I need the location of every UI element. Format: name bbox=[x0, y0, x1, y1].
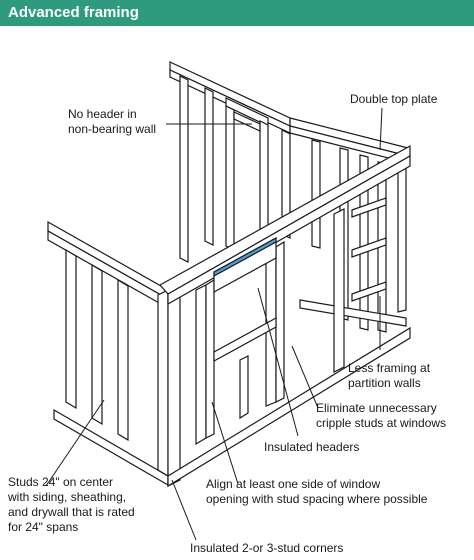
label-no-header-1: No header in bbox=[68, 107, 137, 121]
leader-align bbox=[211, 401, 239, 485]
title-bar: Advanced framing bbox=[0, 0, 474, 26]
label-insulated-corners: Insulated 2-or 3-stud corners bbox=[190, 541, 343, 555]
partition-ladder-block bbox=[351, 197, 387, 218]
back-left-stud bbox=[225, 105, 235, 251]
label-align-2: opening with stud spacing where possible bbox=[206, 492, 428, 506]
back-right-stud bbox=[359, 154, 369, 331]
front-left-stud bbox=[65, 248, 77, 410]
header-insulation-strip bbox=[213, 236, 277, 278]
front-right-stud bbox=[195, 284, 207, 446]
back-right-end-stud bbox=[397, 157, 407, 313]
label-studs-3: and drywall that is rated bbox=[8, 505, 135, 519]
leader-double-top-plate bbox=[379, 107, 383, 151]
label-align-1: Align at least one side of window bbox=[206, 477, 380, 491]
front-left-stud bbox=[91, 263, 103, 426]
front-left-wall bbox=[47, 220, 169, 487]
label-no-header-2: non-bearing wall bbox=[68, 122, 156, 136]
front-right-wall bbox=[159, 144, 411, 488]
corner-studs bbox=[157, 285, 181, 487]
label-less-framing-2: partition walls bbox=[348, 376, 421, 390]
window-king-stud bbox=[205, 278, 215, 439]
leader-corners bbox=[171, 479, 197, 541]
back-right-stud bbox=[311, 139, 321, 249]
leader-eliminate bbox=[291, 345, 319, 409]
front-left-bottom-plate bbox=[53, 408, 169, 487]
label-eliminate-2: cripple studs at windows bbox=[316, 416, 446, 430]
leader-insulated-headers bbox=[257, 287, 299, 437]
front-right-stud bbox=[333, 208, 345, 373]
label-studs-4: for 24" spans bbox=[8, 520, 78, 534]
front-right-bottom-plate bbox=[167, 326, 411, 488]
front-left-stud bbox=[117, 278, 129, 442]
insulated-corner bbox=[167, 285, 181, 487]
label-studs-2: with siding, sheathing, bbox=[7, 490, 126, 504]
label-double-top-plate: Double top plate bbox=[350, 92, 438, 106]
window-sill bbox=[213, 316, 277, 363]
back-right-wall bbox=[289, 117, 409, 333]
back-right-bottom-plate bbox=[299, 299, 407, 327]
corner-stud bbox=[157, 289, 169, 478]
label-less-framing-1: Less framing at bbox=[348, 361, 431, 375]
cripple-stud bbox=[239, 355, 249, 420]
back-left-stud bbox=[179, 75, 189, 263]
back-left-stud bbox=[204, 87, 214, 246]
back-left-end-stud bbox=[281, 129, 291, 239]
leader-studs bbox=[45, 399, 105, 487]
partition-ladder-block bbox=[351, 281, 387, 302]
label-studs-1: Studs 24" on center bbox=[8, 475, 113, 489]
label-eliminate-1: Eliminate unnecessary bbox=[316, 401, 437, 415]
title: Advanced framing bbox=[8, 4, 139, 21]
partition-ladder-block bbox=[351, 237, 387, 258]
leader-lines bbox=[45, 107, 383, 541]
no-header-block bbox=[233, 111, 261, 132]
labels: No header in non-bearing wall Double top… bbox=[7, 92, 446, 555]
label-insulated-headers: Insulated headers bbox=[264, 440, 359, 454]
back-left-wall bbox=[169, 61, 291, 263]
